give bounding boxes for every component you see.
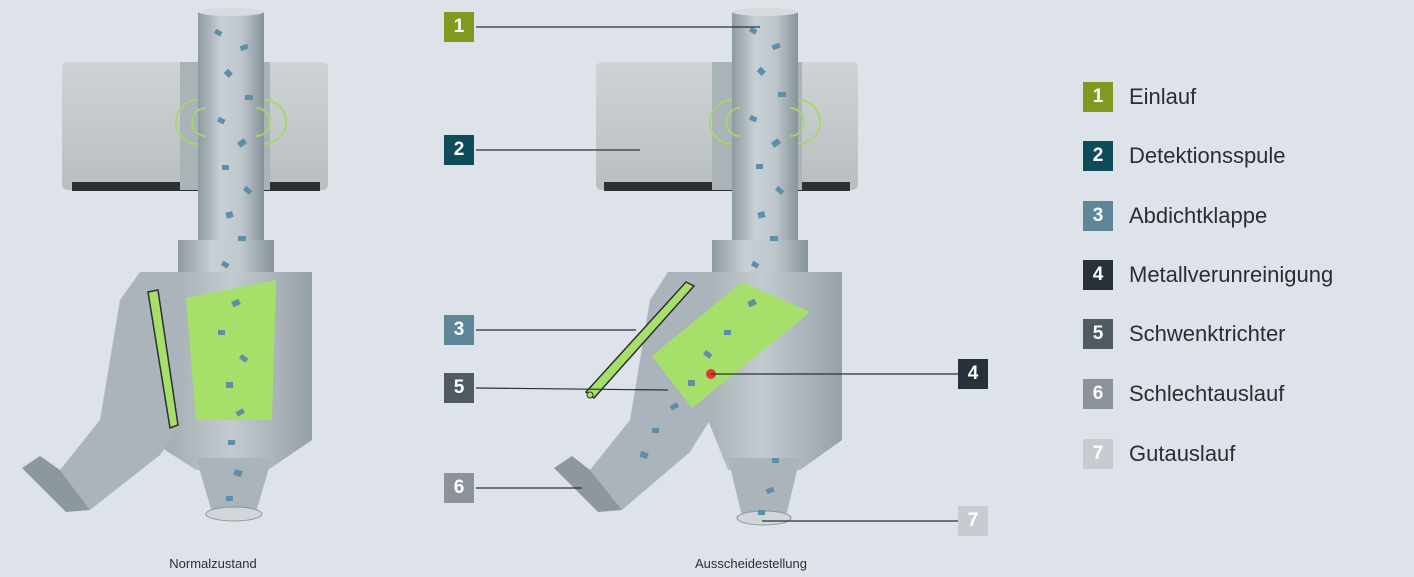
legend-label: Schwenktrichter xyxy=(1129,321,1286,347)
legend-item-gutauslauf: 7 Gutauslauf xyxy=(1083,439,1235,469)
legend-item-abdichtklappe: 3 Abdichtklappe xyxy=(1083,201,1267,231)
legend-label: Schlechtauslauf xyxy=(1129,381,1284,407)
callout-3: 3 xyxy=(444,315,474,345)
legend-label: Einlauf xyxy=(1129,84,1196,110)
legend-number: 4 xyxy=(1083,260,1113,290)
legend-number: 2 xyxy=(1083,141,1113,171)
legend-label: Abdichtklappe xyxy=(1129,203,1267,229)
legend-item-metallverunreinigung: 4 Metallverunreinigung xyxy=(1083,260,1333,290)
legend-item-schlechtauslauf: 6 Schlechtauslauf xyxy=(1083,379,1284,409)
legend-number: 5 xyxy=(1083,319,1113,349)
legend-item-schwenktrichter: 5 Schwenktrichter xyxy=(1083,319,1286,349)
good-outlet xyxy=(728,458,800,516)
swivel-funnel xyxy=(186,280,276,420)
inlet-pipe xyxy=(732,12,798,244)
callout-5: 5 xyxy=(444,373,474,403)
inlet-pipe xyxy=(198,12,264,244)
legend-item-einlauf: 1 Einlauf xyxy=(1083,82,1196,112)
legend-number: 7 xyxy=(1083,439,1113,469)
legend-item-detektionsspule: 2 Detektionsspule xyxy=(1083,141,1286,171)
legend-label: Gutauslauf xyxy=(1129,441,1235,467)
legend-label: Metallverunreinigung xyxy=(1129,262,1333,288)
unit-reject xyxy=(554,8,858,525)
legend-number: 1 xyxy=(1083,82,1113,112)
legend-number: 6 xyxy=(1083,379,1113,409)
caption-reject: Ausscheidestellung xyxy=(651,556,851,571)
good-outlet xyxy=(196,458,272,512)
legend-number: 3 xyxy=(1083,201,1113,231)
caption-normal: Normalzustand xyxy=(113,556,313,571)
unit-normal xyxy=(22,8,328,521)
callout-1: 1 xyxy=(444,12,474,42)
callout-4: 4 xyxy=(958,359,988,389)
callout-2: 2 xyxy=(444,135,474,165)
callout-6: 6 xyxy=(444,473,474,503)
callout-7: 7 xyxy=(958,506,988,536)
legend-label: Detektionsspule xyxy=(1129,143,1286,169)
